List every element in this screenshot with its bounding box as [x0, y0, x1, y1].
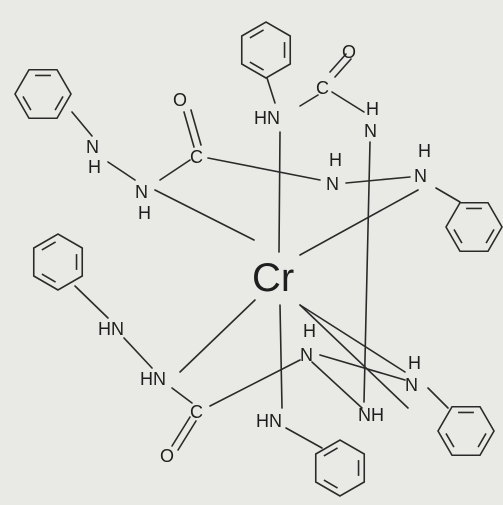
phenyl-ring-upper-left-outline: [14, 68, 72, 120]
atom-h-ul2: H: [138, 203, 151, 223]
phenyl-ring-left: [32, 233, 84, 291]
atom-h-mid: H: [329, 150, 342, 170]
atom-o-ul: O: [173, 90, 187, 110]
phenyl-ring-lower-right-double-bond: [445, 433, 455, 448]
atom-labels: Cr N H N H C O HN C O H N H N H N HN HN …: [86, 42, 431, 466]
phenyl-ring-bottom-double-bond: [323, 447, 338, 457]
phenyl-ring-bottom-outline: [314, 439, 366, 497]
atom-hn-ll1: HN: [98, 319, 124, 339]
phenyl-ring-top-double-bond: [249, 61, 264, 71]
atom-h-lr: H: [408, 353, 421, 373]
bond-ll-co-2: [177, 420, 197, 451]
bond-top-ring-n: [266, 77, 276, 104]
bond-bottom-cr-nh-link: [299, 304, 409, 409]
phenyl-ring-right-double-bond: [453, 229, 463, 244]
bond-ll-hn-c: [171, 387, 193, 404]
atom-c-ul: C: [190, 147, 203, 167]
phenyl-ring-upper-left: [14, 68, 72, 120]
phenyl-ring-bottom-double-bond: [323, 479, 338, 489]
bond-top-n-c: [299, 94, 319, 107]
phenyl-ring-top: [240, 21, 292, 79]
bond-top-co-2: [334, 58, 352, 78]
atom-h-top-nh: H: [366, 99, 379, 119]
phenyl-ring-upper-left-double-bond: [22, 96, 32, 111]
atom-n-right: N: [414, 166, 427, 186]
atom-h-lm: H: [303, 321, 316, 341]
atom-n-mid: N: [326, 174, 339, 194]
bond-cr-top: [278, 131, 281, 253]
phenyl-ring-top-outline: [240, 21, 292, 79]
atom-n-lr: N: [405, 375, 418, 395]
bond-cr-left-nh: [154, 189, 255, 241]
phenyl-ring-upper-left-double-bond: [54, 96, 64, 111]
bond-bottom-hn-ring: [285, 427, 323, 449]
bond-ul-ring-nh: [71, 111, 93, 137]
phenyl-ring-left-double-bond: [41, 241, 56, 251]
phenyl-ring-left-outline: [32, 233, 84, 291]
atom-nh-bottom: NH: [358, 405, 384, 425]
bond-ul-c-n: [207, 157, 321, 181]
atom-h-right: H: [418, 141, 431, 161]
phenyl-ring-right-double-bond: [485, 229, 495, 244]
bond-ll-co-1: [171, 416, 191, 447]
atom-n-ul1: N: [86, 137, 99, 157]
phenyl-ring-right-outline: [445, 201, 503, 253]
atom-c-ll: C: [190, 402, 203, 422]
atom-n-top-nh: N: [364, 121, 377, 141]
bond-ul-co-2: [190, 109, 202, 146]
atom-h-ul1: H: [88, 157, 101, 177]
bond-ul-nh-c: [159, 159, 191, 181]
bond-right-n-ring: [435, 187, 461, 203]
bond-ul-n-n: [345, 176, 411, 184]
phenyl-ring-left-double-bond: [41, 273, 56, 283]
atom-hn-bottom: HN: [256, 411, 282, 431]
bond-ll-c-n: [209, 359, 301, 407]
atom-hn-top: HN: [254, 108, 280, 128]
bond-ul-nh-nh: [107, 161, 136, 181]
bond-cr-lower-right: [299, 304, 406, 373]
atom-hn-ll2: HN: [140, 369, 166, 389]
bond-lr-n-ring: [427, 387, 449, 409]
atom-c-top: C: [316, 78, 329, 98]
phenyl-ring-lower-right-outline: [437, 405, 495, 457]
phenyl-ring-lower-right: [437, 405, 495, 457]
phenyl-ring-bottom: [314, 439, 366, 497]
atom-n-lm: N: [300, 345, 313, 365]
bond-ll-ring-hn: [74, 285, 109, 319]
phenyl-ring-right: [445, 201, 503, 253]
phenyl-ring-lower-right-double-bond: [477, 433, 487, 448]
bond-ul-co-1: [183, 111, 195, 148]
phenyl-rings: [14, 21, 503, 497]
bond-lines: [71, 53, 461, 451]
atom-o-ll: O: [160, 446, 174, 466]
bond-top-co-1: [329, 53, 347, 73]
bond-lr-n-nh: [311, 361, 363, 409]
atom-n-ul2: N: [135, 182, 148, 202]
bond-top-c-nh: [331, 91, 365, 113]
bond-ll-n-n: [319, 354, 406, 381]
phenyl-ring-top-double-bond: [249, 29, 264, 39]
atom-o-top: O: [342, 42, 356, 62]
bond-cr-lower-left: [179, 299, 256, 373]
bond-cr-bottom: [279, 304, 283, 409]
bond-cr-right-nh: [299, 189, 419, 256]
metal-label: Cr: [252, 256, 294, 300]
bond-ll-hn-hn: [123, 337, 153, 369]
bond-vertical: [363, 141, 371, 403]
